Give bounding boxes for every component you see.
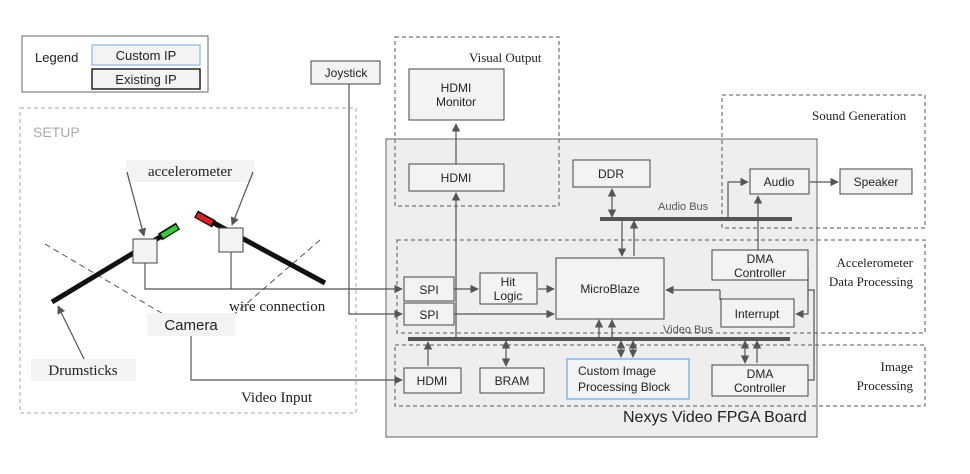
- microblaze-block: MicroBlaze: [555, 257, 665, 320]
- speaker-block: Speaker: [839, 168, 913, 195]
- custom-block-label-1: Custom Image: [578, 364, 656, 378]
- audio-label: Audio: [764, 175, 795, 189]
- ddr-label: DDR: [598, 167, 624, 181]
- connections: [144, 84, 839, 385]
- bram-label: BRAM: [495, 374, 530, 388]
- legend-custom-ip-label: Custom IP: [116, 48, 177, 63]
- microblaze-label: MicroBlaze: [580, 282, 640, 296]
- camera-label: Camera: [164, 317, 218, 334]
- speaker-label: Speaker: [854, 175, 899, 189]
- audio-block: Audio: [749, 168, 810, 195]
- hdmi-in-block: HDMI: [403, 367, 462, 394]
- setup-region: [19, 107, 357, 414]
- hdmi-out-block: HDMI: [408, 163, 505, 192]
- spi-1-label: SPI: [419, 283, 438, 297]
- legend: Legend Custom IP Existing IP: [21, 35, 209, 93]
- video-bus-label: Video Bus: [663, 324, 713, 336]
- custom-image-processing-block: Custom Image Processing Block: [566, 358, 690, 400]
- interrupt-block: Interrupt: [720, 298, 795, 328]
- hdmi-in-label: HDMI: [417, 374, 448, 388]
- accelerometer-left-box: [132, 238, 158, 264]
- hdmi-monitor-label-1: HDMI: [441, 81, 472, 95]
- visual-output-label: Visual Output: [469, 50, 542, 65]
- custom-block-label-2: Processing Block: [578, 380, 671, 394]
- accel-processing-label-2: Data Processing: [829, 274, 914, 289]
- dma-top-label-2: Controller: [734, 266, 786, 280]
- joystick-label: Joystick: [325, 66, 369, 80]
- accel-processing-label-1: Accelerometer: [836, 255, 913, 270]
- setup-label: SETUP: [33, 124, 80, 140]
- legend-title: Legend: [35, 50, 78, 65]
- accelerometer-label: accelerometer: [148, 164, 232, 180]
- hit-logic-label-1: Hit: [501, 275, 516, 289]
- dma-bottom-label-2: Controller: [734, 381, 786, 395]
- image-processing-region: [394, 344, 926, 407]
- dma-bottom-label-1: DMA: [747, 367, 774, 381]
- legend-custom-ip-swatch: [91, 44, 201, 66]
- accelerometer-right-box: [218, 227, 244, 253]
- hit-logic-label-2: Logic: [494, 289, 523, 303]
- image-processing-label-2: Processing: [857, 378, 914, 393]
- dma-top-label-1: DMA: [747, 252, 774, 266]
- camera-box: [147, 313, 235, 336]
- spi-1-block: SPI: [403, 276, 455, 302]
- ddr-block: DDR: [572, 159, 651, 188]
- setup-illustration: accelerometer Drumsticks Camera wire con…: [31, 160, 327, 406]
- fpga-board-label: Nexys Video FPGA Board: [623, 409, 807, 426]
- accel-processing-region: [396, 239, 926, 334]
- hdmi-out-label: HDMI: [441, 171, 472, 185]
- drumsticks-label: Drumsticks: [48, 363, 117, 379]
- legend-existing-ip-label: Existing IP: [115, 72, 176, 87]
- wire-connection-label: wire connection: [229, 299, 326, 315]
- drumstick-right-tip-color: [195, 212, 214, 226]
- drumstick-left-tip-color: [160, 224, 179, 239]
- video-input-label: Video Input: [241, 390, 313, 406]
- spi-2-label: SPI: [419, 308, 438, 322]
- joystick-block: Joystick: [310, 60, 381, 85]
- interrupt-label: Interrupt: [735, 307, 780, 321]
- camera-view-line-left: [44, 243, 171, 319]
- dma-controller-top-block: DMA Controller: [711, 249, 809, 281]
- image-processing-label-1: Image: [881, 359, 914, 374]
- sound-generation-region: [721, 94, 926, 229]
- spi-2-block: SPI: [403, 302, 455, 326]
- sound-generation-label: Sound Generation: [812, 108, 907, 123]
- visual-output-region: [394, 36, 560, 207]
- bram-block: BRAM: [479, 367, 545, 394]
- hdmi-monitor-block: HDMI Monitor: [408, 68, 505, 121]
- legend-existing-ip-swatch: [91, 68, 201, 90]
- audio-bus-label: Audio Bus: [658, 201, 709, 213]
- hit-logic-block: Hit Logic: [479, 272, 538, 305]
- dma-controller-bottom-block: DMA Controller: [711, 364, 809, 397]
- hdmi-monitor-label-2: Monitor: [436, 95, 476, 109]
